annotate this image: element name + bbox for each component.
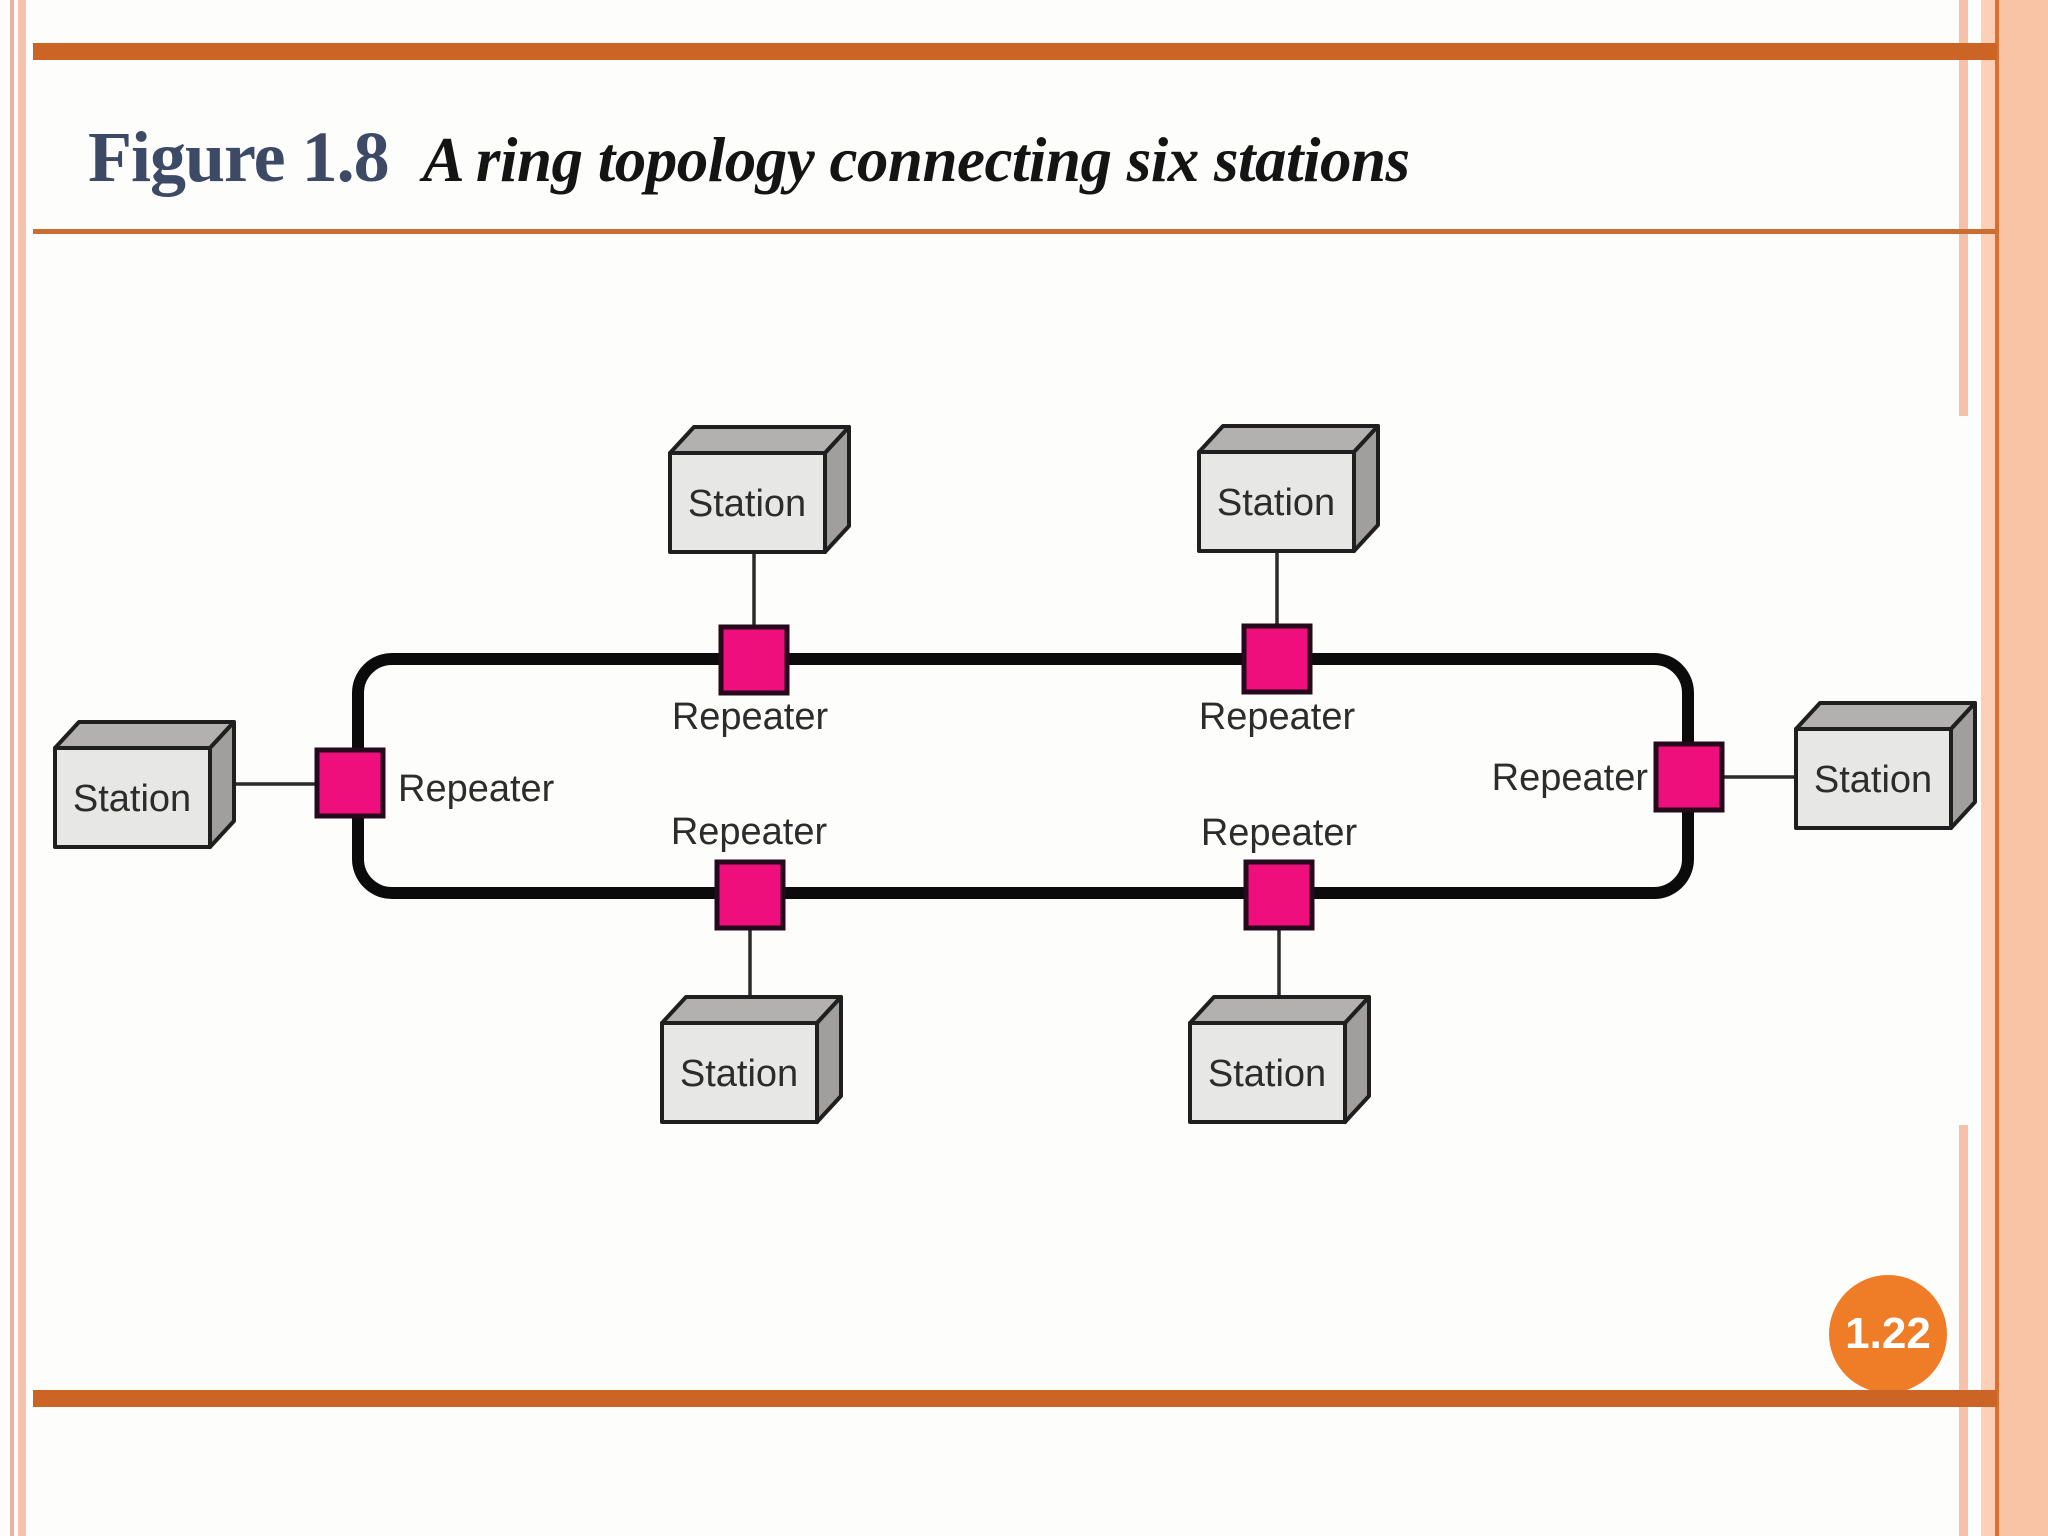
station-front-face: [53, 746, 212, 849]
repeater-label-top-left: Repeater: [672, 696, 829, 738]
station-top-face: [1794, 701, 1977, 731]
repeater-label-right: Repeater: [1492, 757, 1649, 799]
ring-bus: [352, 653, 1694, 899]
figure-title: Figure 1.8 A ring topology connecting si…: [88, 116, 1410, 199]
station-front-face: [668, 451, 827, 554]
right-edge-band-line: [1995, 0, 1999, 1536]
repeater-label-bottom-right: Repeater: [1201, 812, 1358, 854]
repeater-node-top-right: [1241, 623, 1313, 695]
left-edge-stripe-inner: [18, 0, 26, 1536]
station-box-top-left: Station: [668, 425, 851, 554]
station-top-face: [660, 995, 843, 1025]
right-edge-band-light: [1981, 0, 1995, 1536]
station-label-top-right: Station: [1217, 482, 1335, 524]
page-number-badge: 1.22: [1829, 1275, 1947, 1393]
right-edge-band: [1999, 0, 2048, 1536]
station-label-bottom-right: Station: [1208, 1053, 1326, 1095]
page-number: 1.22: [1845, 1309, 1931, 1358]
right-edge-stripe-bottom-segment: [1959, 1125, 1968, 1536]
left-edge-stripe-outer: [10, 0, 14, 1536]
station-box-right: Station: [1794, 701, 1977, 830]
figure-caption: A ring topology connecting six stations: [422, 125, 1410, 195]
title-divider: [33, 229, 1997, 234]
top-accent-bar: [33, 43, 1997, 60]
station-front-face: [660, 1021, 819, 1124]
repeater-label-top-right: Repeater: [1199, 696, 1356, 738]
station-front-face: [1188, 1021, 1347, 1124]
repeater-label-left: Repeater: [398, 768, 555, 810]
station-top-face: [1188, 995, 1371, 1025]
repeater-node-right: [1653, 741, 1725, 813]
station-front-face: [1794, 727, 1953, 830]
station-label-right: Station: [1814, 759, 1932, 801]
bottom-accent-bar: [33, 1390, 1997, 1407]
repeater-node-top-left: [718, 624, 790, 696]
repeater-node-bottom-right: [1243, 859, 1315, 931]
station-label-left: Station: [73, 778, 191, 820]
station-top-face: [53, 720, 236, 750]
station-box-bottom-right: Station: [1188, 995, 1371, 1124]
station-box-bottom-left: Station: [660, 995, 843, 1124]
repeater-node-bottom-left: [714, 859, 786, 931]
repeater-label-bottom-left: Repeater: [671, 811, 828, 853]
station-top-face: [668, 425, 851, 455]
station-box-left: Station: [53, 720, 236, 849]
station-top-face: [1197, 424, 1380, 454]
station-front-face: [1197, 450, 1356, 553]
repeater-node-left: [314, 747, 386, 819]
right-edge-stripe-top-segment: [1959, 0, 1968, 416]
station-label-top-left: Station: [688, 483, 806, 525]
station-box-top-right: Station: [1197, 424, 1380, 553]
station-label-bottom-left: Station: [680, 1053, 798, 1095]
figure-number-label: Figure 1.8: [88, 117, 390, 197]
